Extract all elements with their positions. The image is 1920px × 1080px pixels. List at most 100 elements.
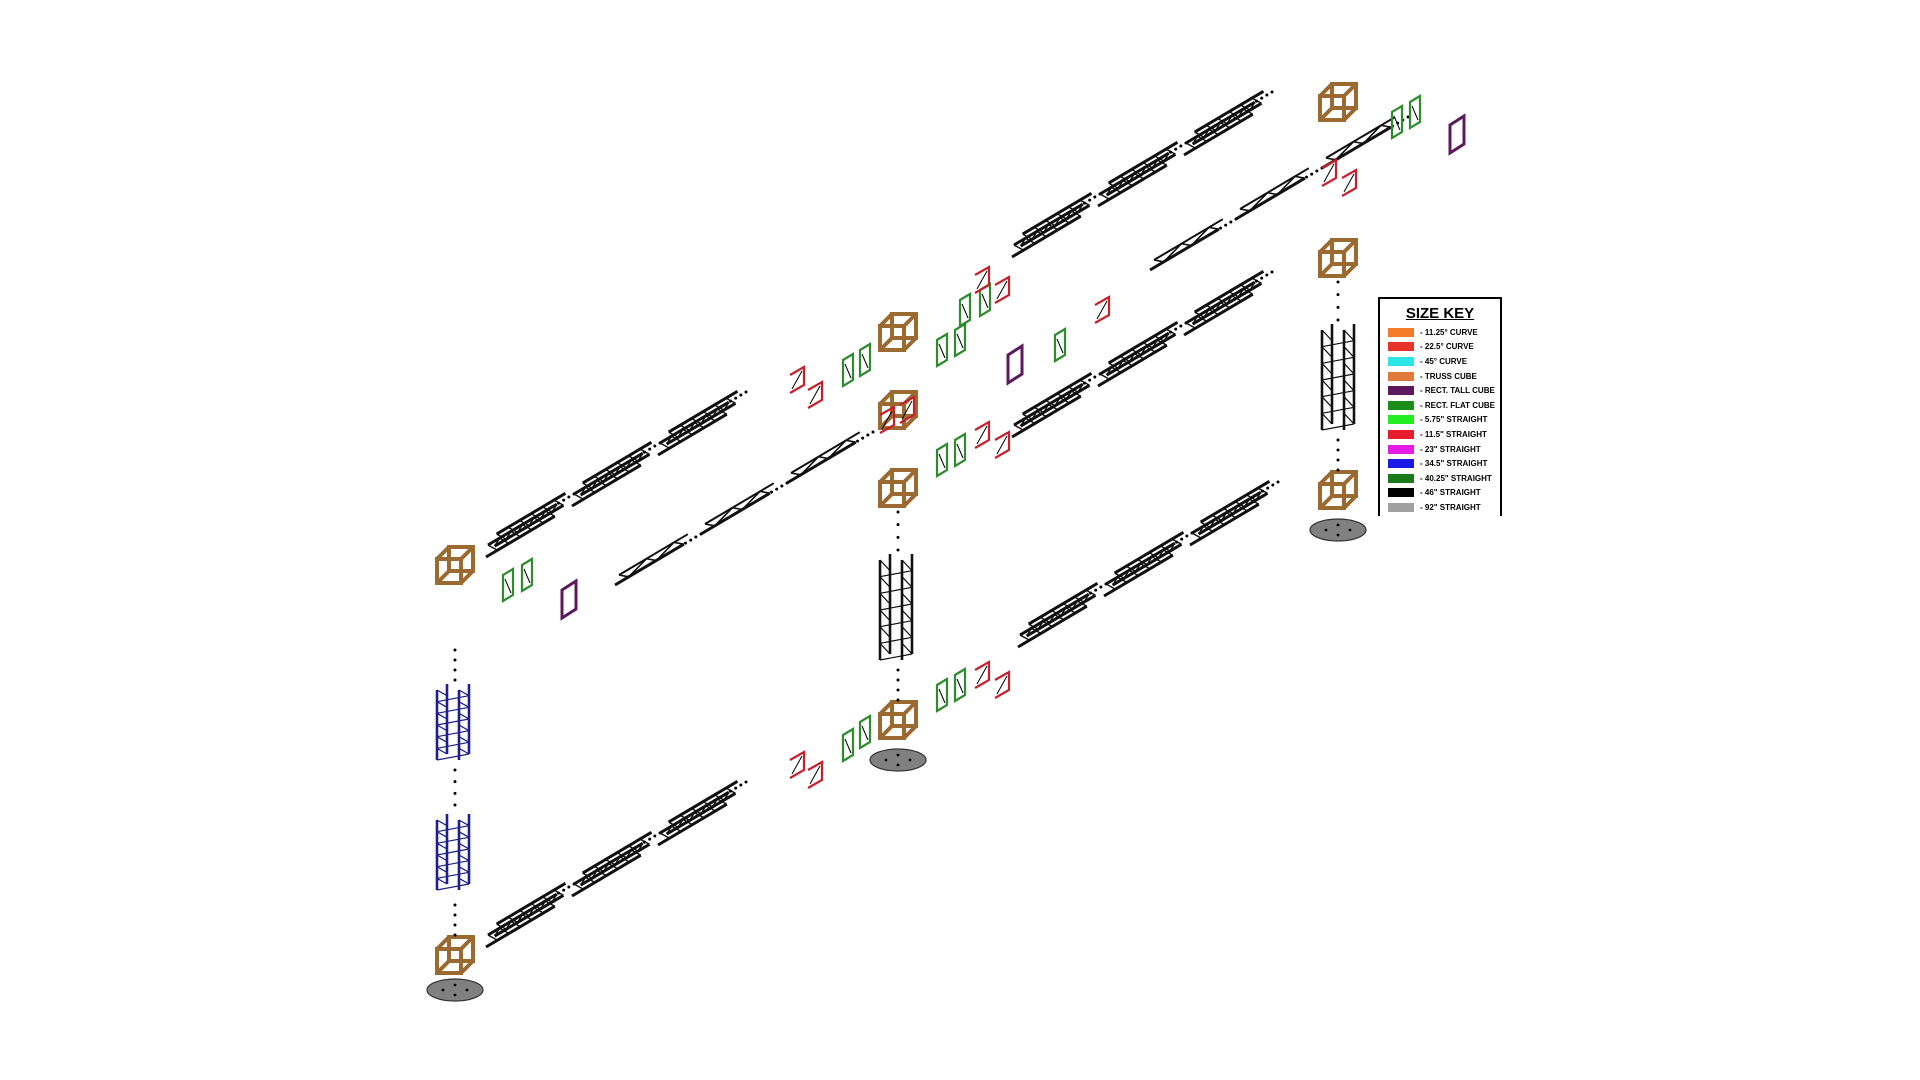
curve-section — [789, 750, 806, 779]
truss-lacing — [1203, 525, 1214, 533]
truss-lacing — [1071, 600, 1078, 610]
truss-lacing — [505, 921, 512, 930]
truss-lacing — [1077, 203, 1084, 213]
ladder-chord — [1235, 176, 1306, 221]
truss-lacing — [1203, 309, 1210, 318]
truss-lacing — [1163, 332, 1170, 342]
connector-dot — [567, 885, 571, 889]
truss-lacing — [551, 503, 558, 513]
cube-edge — [435, 959, 451, 975]
truss-lacing — [1148, 552, 1159, 559]
truss-lacing — [1108, 182, 1119, 189]
rect-flat-cube — [520, 557, 534, 593]
truss-lacing — [1226, 295, 1233, 305]
truss-lacing — [1054, 217, 1061, 227]
connector-dot — [453, 780, 457, 784]
truss-lacing — [1214, 518, 1225, 526]
truss-lacing — [603, 473, 609, 482]
straight-truss-horizontal — [1097, 140, 1179, 208]
rect-flat-cube — [1408, 94, 1422, 130]
color-swatch — [1388, 473, 1414, 483]
curve-section — [807, 380, 824, 409]
rect-flat-cube — [841, 727, 855, 763]
rect-tall-cube — [1448, 113, 1466, 156]
connector-dot — [1169, 330, 1173, 334]
rect-tall-face — [560, 578, 578, 621]
size-key-label: - 45° CURVE — [1420, 356, 1468, 366]
truss-lacing — [1036, 230, 1047, 238]
connector-dot — [896, 688, 900, 692]
tower-rung — [879, 586, 913, 594]
tower-rung — [436, 871, 470, 879]
size-key-item: - 45° CURVE — [1388, 354, 1500, 369]
connector-dot — [453, 791, 457, 795]
truss-lacing — [1031, 231, 1038, 240]
straight-truss-ladder — [1235, 167, 1310, 221]
straight-truss-horizontal — [657, 779, 739, 847]
truss-lacing — [519, 909, 530, 917]
truss-lacing — [630, 459, 642, 466]
size-key-item: - 40.25" STRAIGHT — [1388, 471, 1500, 486]
tower-lacing — [458, 701, 470, 708]
rect-flat-face — [501, 567, 515, 603]
truss-lacing — [1108, 362, 1119, 369]
rect-flat-face — [1408, 94, 1422, 130]
truss-lacing — [723, 791, 730, 801]
straight-truss-vertical — [435, 684, 471, 761]
truss-lacing — [1048, 223, 1059, 231]
truss-lacing — [1140, 562, 1151, 570]
truss-lacing — [1145, 166, 1156, 173]
truss-lacing — [1156, 339, 1168, 346]
rect-flat-cube — [935, 332, 949, 368]
base-plate — [1309, 518, 1367, 542]
cube-front-face — [1318, 482, 1346, 510]
cube-edge — [878, 468, 894, 484]
truss-lacing — [1031, 411, 1038, 420]
size-key-label: - 23" STRAIGHT — [1420, 444, 1481, 454]
truss-lacing — [689, 422, 695, 431]
straight-truss-ladder — [1149, 218, 1224, 272]
connector-dot — [453, 768, 457, 772]
rect-flat-face — [520, 557, 534, 593]
curve-frame — [807, 380, 824, 409]
connector-dot — [1175, 540, 1179, 544]
tower-lacing — [901, 609, 913, 622]
tower-lacing — [436, 701, 448, 708]
truss-lacing — [1191, 532, 1202, 539]
rect-flat-brace — [956, 333, 964, 349]
connector-dot — [453, 678, 457, 682]
connector-dot — [856, 439, 860, 443]
straight-truss-horizontal — [1103, 530, 1185, 598]
tower-lacing — [1343, 379, 1355, 392]
color-swatch — [1388, 415, 1414, 425]
color-swatch — [1388, 327, 1414, 337]
rect-flat-face — [935, 332, 949, 368]
curve-section — [899, 395, 916, 424]
truss-lacing — [1157, 549, 1164, 559]
connector-dot — [1336, 305, 1340, 309]
tower-lacing — [458, 736, 470, 743]
connector-dot — [1260, 276, 1264, 280]
truss-lacing — [619, 466, 630, 473]
truss-lacing — [614, 466, 621, 476]
connector-dot — [729, 789, 733, 793]
ladder-chord — [1325, 116, 1396, 159]
rect-flat-cube — [858, 342, 872, 378]
connector-dots — [643, 441, 662, 454]
rect-flat-face — [858, 342, 872, 378]
tower-lacing — [879, 559, 891, 572]
connector-dot — [643, 450, 647, 454]
tower-lacing — [1321, 329, 1333, 342]
connector-dots — [729, 390, 748, 403]
truss-lacing — [505, 531, 512, 540]
ladder-lacing — [1239, 175, 1305, 212]
cube-edge — [1318, 238, 1334, 254]
connector-dots — [1255, 90, 1274, 103]
truss-lacing — [700, 805, 707, 815]
curve-frame — [807, 760, 824, 789]
bolt-hole — [1324, 528, 1328, 532]
rect-flat-cube — [1390, 104, 1404, 140]
truss-lacing — [630, 849, 642, 856]
truss-lacing — [605, 858, 616, 866]
connector-dots — [557, 882, 576, 895]
